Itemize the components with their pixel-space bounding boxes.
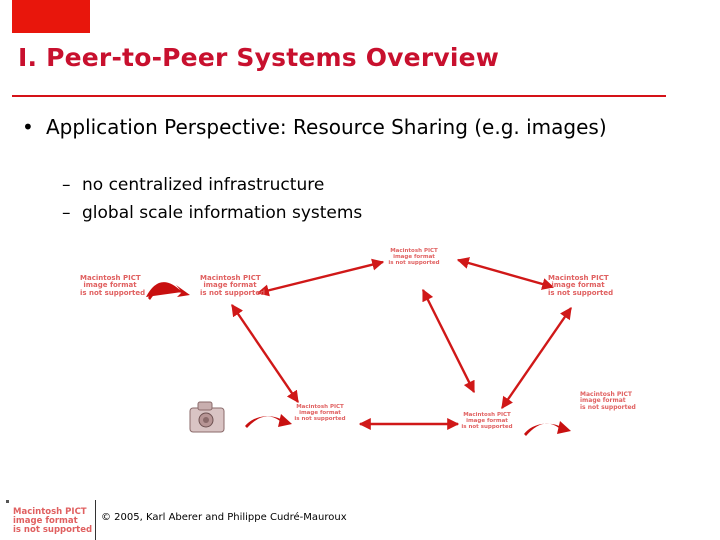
corner-dot	[6, 500, 9, 503]
title-divider	[12, 95, 666, 97]
sub-bullet-text: global scale information systems	[82, 203, 363, 223]
share-arrow	[524, 423, 566, 436]
peer-link	[231, 304, 299, 403]
peer-link	[456, 257, 555, 290]
share-arrow	[278, 414, 292, 427]
share-arrow	[146, 282, 190, 297]
sub-bullet-marker: –	[62, 203, 71, 223]
footer-divider	[95, 500, 96, 540]
camera-icon	[189, 401, 225, 433]
peer-links	[231, 257, 572, 430]
share-arrows	[146, 282, 571, 436]
sub-bullet-marker: –	[62, 175, 71, 195]
bullet-text: Application Perspective: Resource Sharin…	[46, 115, 607, 139]
peer-link	[256, 258, 385, 297]
title-accent-block	[12, 0, 90, 33]
footer-copyright: © 2005, Karl Aberer and Philippe Cudré-M…	[101, 512, 347, 523]
peer-link	[421, 288, 476, 394]
share-arrow	[557, 421, 571, 434]
bullet-item: • Application Perspective: Resource Shar…	[22, 112, 662, 142]
share-arrow	[148, 287, 186, 300]
share-arrow	[245, 416, 287, 428]
sub-bullet-item: –no centralized infrastructure	[62, 174, 324, 196]
slide-title: I. Peer-to-Peer Systems Overview	[18, 43, 500, 72]
sub-bullet-item: –global scale information systems	[62, 202, 362, 224]
bullet-marker: •	[22, 115, 34, 139]
sub-bullet-text: no centralized infrastructure	[82, 175, 325, 195]
peer-link	[501, 307, 572, 409]
